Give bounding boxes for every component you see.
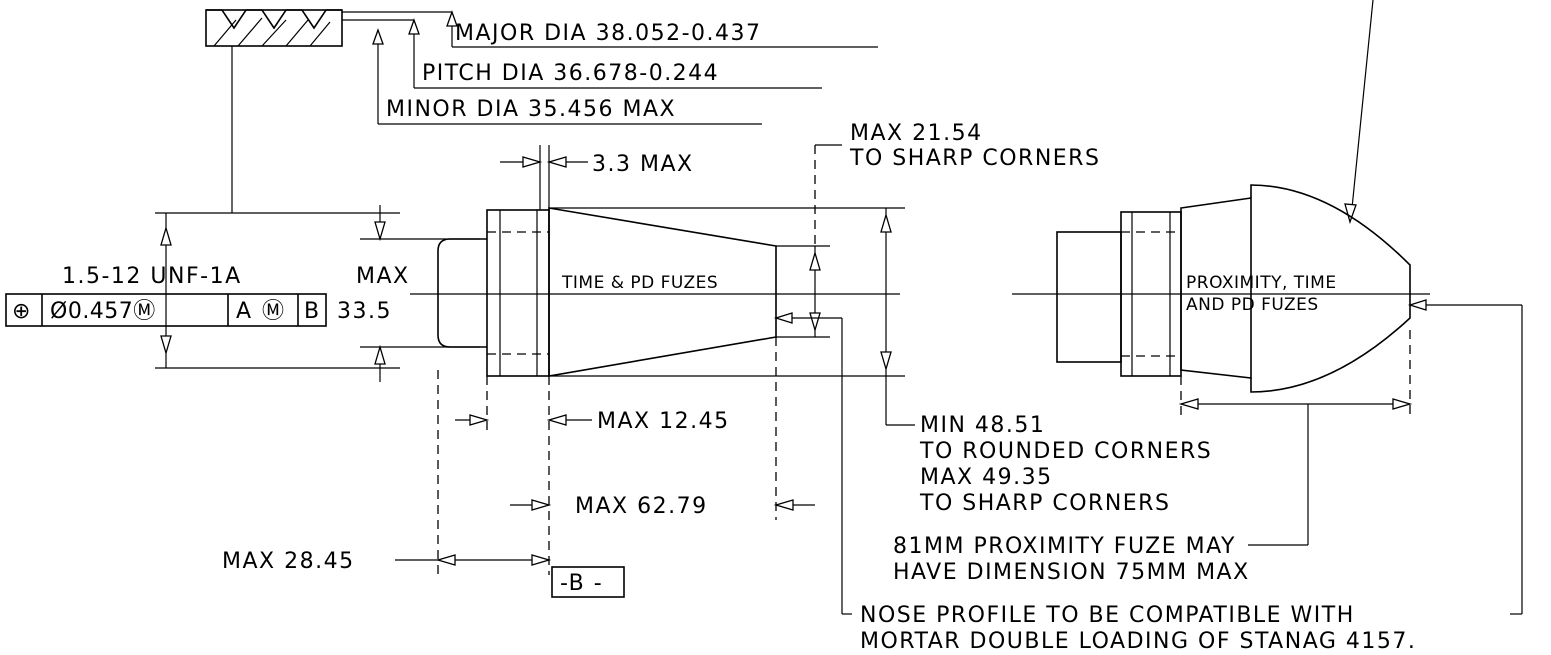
body-length-dim: MAX 12.45 — [597, 409, 730, 434]
minor-dia-label: MINOR DIA 35.456 MAX — [386, 97, 676, 122]
nose-profile-note-line2: MORTAR DOUBLE LOADING OF STANAG 4157. — [860, 629, 1416, 654]
band-width-dim: 3.3 MAX — [592, 152, 694, 177]
proximity-note-line2: HAVE DIMENSION 75MM MAX — [893, 560, 1250, 585]
position-tolerance-icon: ⊕ — [12, 299, 31, 324]
max-dia-value: 33.5 — [337, 299, 392, 324]
proximity-note-line1: 81MM PROXIMITY FUZE MAY — [893, 534, 1236, 559]
thread-band — [486, 209, 550, 377]
thread-spec-label: 1.5-12 UNF-1A — [62, 264, 242, 289]
right-fuze-view: PROXIMITY, TIME AND PD FUZES 81MM PROXIM… — [860, 0, 1523, 654]
max-dia-label: MAX — [356, 264, 410, 289]
thread-profile — [206, 9, 342, 30]
feature-control-frame: ⊕ Ø0.457Ⓜ A Ⓜ B — [5, 293, 327, 327]
datum-b-box — [551, 566, 625, 598]
thread-spec: 1.5-12 UNF-1A ⊕ Ø0.457Ⓜ A Ⓜ B MAX 33.5 — [5, 264, 410, 327]
fuze-shank — [437, 238, 487, 348]
threaded-length-dim: MAX 28.45 — [222, 549, 355, 574]
left-fuze-view: TIME & PD FUZES 3.3 MAX MAX 21.54 TO SHA… — [155, 121, 1212, 615]
body-dia-min: MIN 48.51 — [920, 413, 1045, 438]
nose-profile-note-line1: NOSE PROFILE TO BE COMPATIBLE WITH — [860, 603, 1355, 628]
prox-fuze-ogive — [1250, 184, 1411, 393]
thread-section-box — [205, 9, 343, 47]
tolerance-value: Ø0.457Ⓜ — [50, 299, 156, 324]
thread-detail: MAJOR DIA 38.052-0.437 PITCH DIA 36.678-… — [205, 9, 878, 213]
prox-fuze-label-line1: PROXIMITY, TIME — [1186, 273, 1337, 293]
datum-b-label: -B - — [560, 571, 603, 596]
body-dia-max-note: TO SHARP CORNERS — [919, 491, 1170, 516]
nose-dia-note: TO SHARP CORNERS — [849, 146, 1100, 171]
datum-b-ref: B — [304, 299, 320, 324]
nose-dia-max: MAX 21.54 — [850, 121, 983, 146]
thread-hatching — [213, 17, 331, 47]
datum-a-ref: A — [236, 299, 252, 324]
body-dia-max: MAX 49.35 — [920, 465, 1053, 490]
datum-a-modifier: Ⓜ — [262, 299, 285, 324]
overall-length-dim: MAX 62.79 — [575, 494, 708, 519]
prox-fuze-shank — [1056, 231, 1122, 363]
pitch-dia-label: PITCH DIA 36.678-0.244 — [422, 61, 719, 86]
prox-fuze-label-line2: AND PD FUZES — [1186, 295, 1319, 315]
body-dia-min-note: TO ROUNDED CORNERS — [919, 439, 1212, 464]
time-pd-fuze-label: TIME & PD FUZES — [561, 273, 718, 293]
major-dia-label: MAJOR DIA 38.052-0.437 — [455, 21, 762, 46]
